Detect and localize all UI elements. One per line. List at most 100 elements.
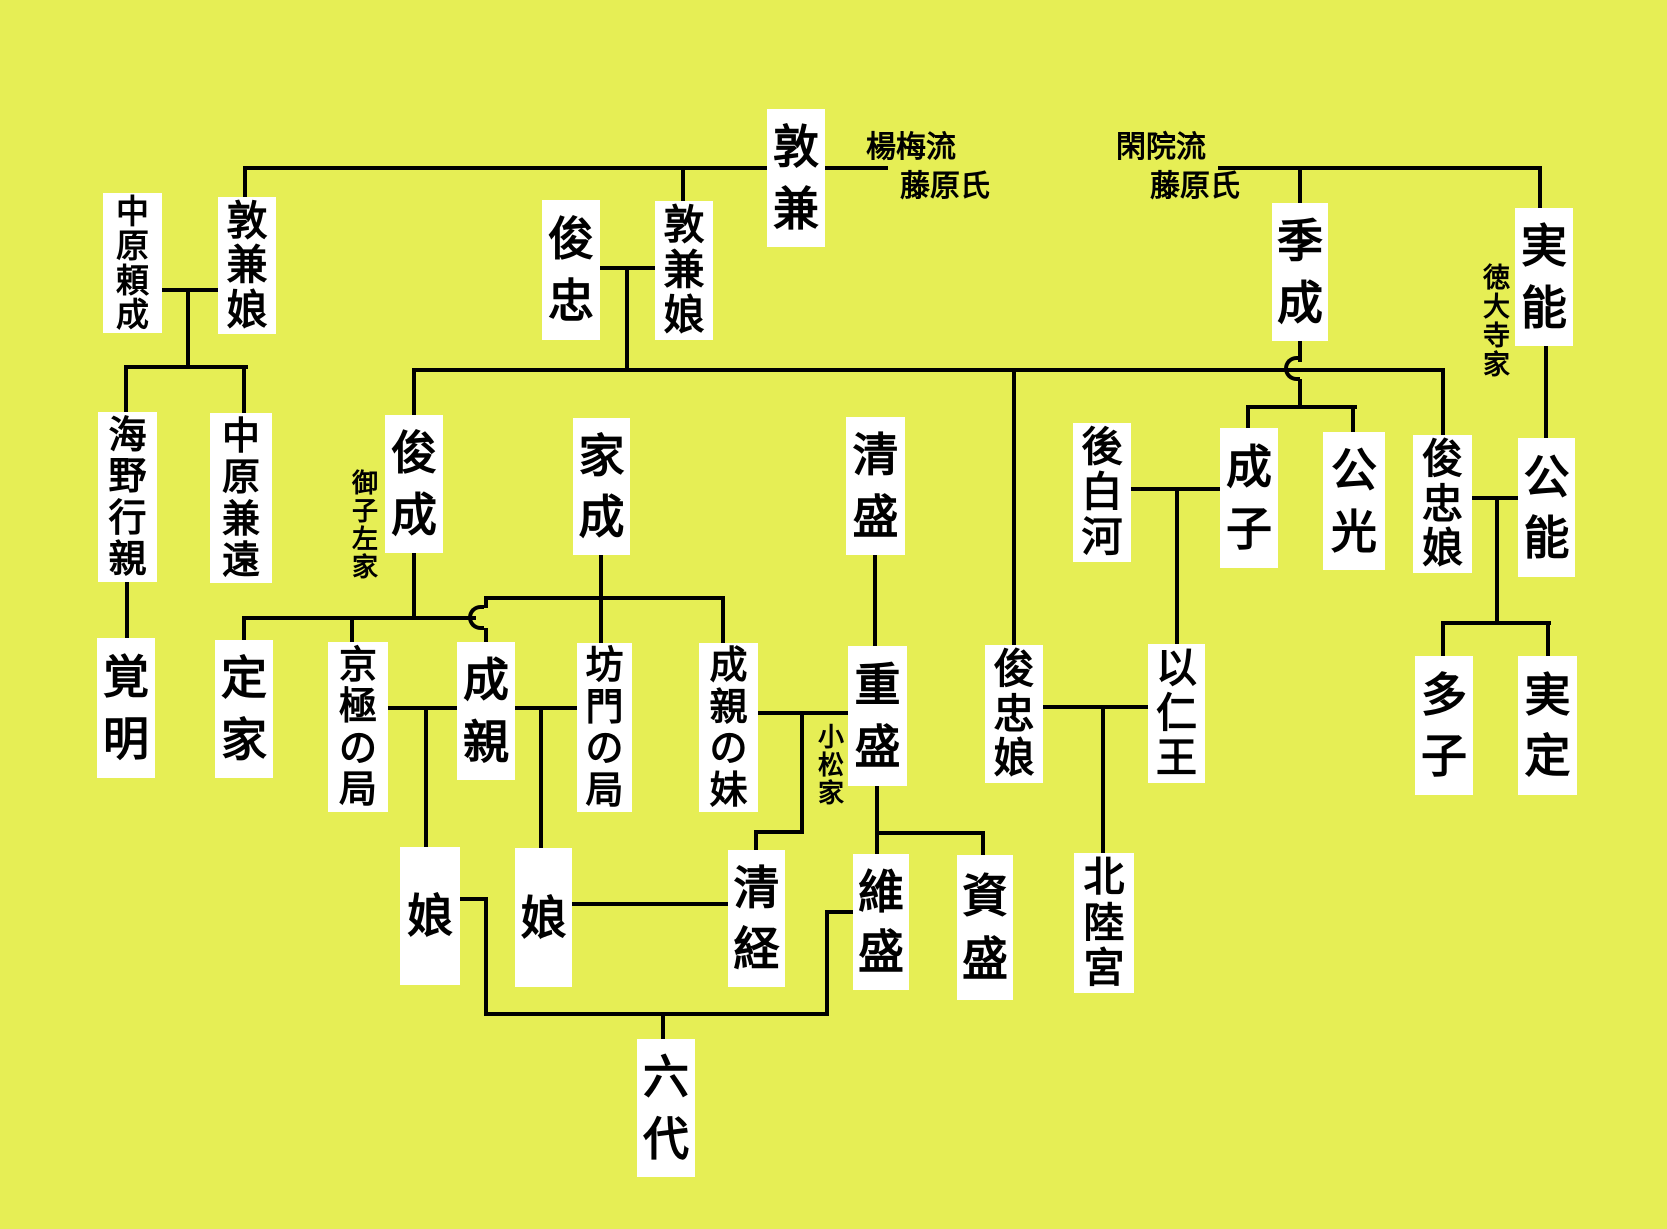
- person-name-char: 敦: [226, 196, 268, 245]
- annotation-char: 小: [818, 723, 845, 753]
- connector-line-24: [1544, 345, 1548, 440]
- annotation-line: 閑院流: [1116, 130, 1206, 165]
- annotation-char: 大: [1483, 292, 1510, 324]
- connector-line-18: [1441, 368, 1445, 438]
- person-name-char: 公: [1523, 449, 1570, 504]
- person-box-toshitada-musume-2: 俊忠娘: [985, 645, 1043, 783]
- connector-line-8: [186, 288, 190, 369]
- connector-line-41: [484, 628, 488, 644]
- person-name-char: 成: [116, 295, 149, 335]
- person-name-char: 忠: [1422, 479, 1463, 528]
- person-box-narichika-no-imoto: 成親の妹: [699, 643, 758, 812]
- person-name-char: 六: [643, 1050, 689, 1105]
- person-name-char: 娘: [226, 285, 268, 334]
- person-box-unno-yukichika: 海野行親: [98, 412, 157, 582]
- person-box-kakumei: 覚明: [97, 638, 155, 778]
- connector-line-11: [242, 365, 246, 417]
- person-box-kiyotsune: 清経: [728, 850, 785, 987]
- person-name-char: 妹: [709, 767, 748, 812]
- connector-line-51: [754, 830, 758, 852]
- connector-line-4: [1218, 166, 1542, 170]
- person-name-char: 重: [854, 658, 901, 712]
- person-name-char: 中: [221, 413, 260, 458]
- person-name-char: 能: [1523, 511, 1570, 566]
- person-box-sukemori: 資盛: [957, 855, 1013, 1000]
- connector-line-37: [350, 616, 354, 644]
- person-name-char: 成: [709, 643, 748, 688]
- person-box-ienari: 家成: [573, 418, 630, 555]
- person-box-toshitada-musume-1: 俊忠娘: [1413, 435, 1472, 573]
- annotation-char: 子: [352, 497, 379, 528]
- connector-line-3: [825, 166, 888, 170]
- person-name-char: 北: [1083, 853, 1125, 902]
- connector-line-49: [800, 711, 804, 832]
- person-name-char: 宮: [1083, 943, 1125, 992]
- person-name-char: 以: [1156, 644, 1197, 692]
- person-name-char: 野: [108, 454, 147, 499]
- person-name-char: 王: [1156, 734, 1197, 782]
- person-box-seishi: 成子: [1220, 428, 1278, 568]
- connector-line-58: [484, 1012, 829, 1016]
- person-name-char: 子: [1226, 502, 1272, 556]
- connector-line-14: [625, 266, 629, 370]
- person-name-char: 兼: [773, 181, 819, 236]
- annotation-komatsu-ke: 小松家: [818, 724, 844, 808]
- person-box-toshitada: 俊忠: [542, 200, 600, 340]
- connector-line-0: [243, 166, 769, 170]
- person-name-char: 親: [108, 537, 147, 582]
- person-name-char: 中: [116, 191, 149, 231]
- person-name-char: 忠: [993, 689, 1035, 738]
- person-name-char: 多: [1421, 667, 1467, 722]
- person-name-char: 遠: [221, 538, 260, 583]
- connector-line-10: [124, 365, 128, 415]
- person-name-char: 覚: [103, 650, 149, 704]
- connector-line-44: [424, 706, 428, 849]
- person-box-goshirakawa: 後白河: [1073, 423, 1131, 562]
- connector-line-40: [484, 596, 488, 608]
- person-box-kinmitsu: 公光: [1323, 432, 1385, 570]
- person-box-atsukane-musume-1: 敦兼娘: [218, 197, 276, 334]
- connector-line-2: [681, 166, 685, 204]
- person-name-char: 成: [1277, 275, 1323, 330]
- person-name-char: 兼: [221, 496, 260, 541]
- person-name-char: 光: [1331, 504, 1377, 559]
- connector-line-15: [412, 368, 1445, 372]
- connector-line-45: [515, 706, 577, 710]
- connector-line-29: [1546, 621, 1550, 659]
- person-name-char: 実: [1521, 219, 1567, 274]
- person-name-char: 京: [338, 642, 377, 687]
- person-name-char: 忠: [548, 274, 594, 328]
- person-name-char: 頼: [116, 260, 149, 300]
- annotation-char: 左: [352, 525, 379, 556]
- person-box-suenari: 季成: [1272, 203, 1328, 341]
- person-name-char: 極: [338, 684, 377, 729]
- person-name-char: 家: [578, 429, 625, 483]
- person-box-sanesada: 実定: [1518, 656, 1577, 795]
- connector-line-57: [484, 897, 488, 1016]
- person-name-char: 成: [1226, 440, 1272, 494]
- person-name-char: 代: [643, 1111, 689, 1166]
- connector-line-55: [572, 902, 728, 906]
- person-name-char: 能: [1521, 280, 1567, 335]
- person-name-char: 河: [1081, 513, 1123, 561]
- person-name-char: 盛: [858, 925, 904, 980]
- person-name-char: 経: [733, 922, 780, 976]
- person-box-nakahara-yorinari: 中原頼成: [103, 193, 162, 333]
- connector-line-36: [242, 616, 246, 642]
- person-box-musume-2: 娘: [515, 848, 572, 987]
- person-box-atsukane-musume-2: 敦兼娘: [655, 201, 713, 340]
- connector-line-46: [539, 706, 543, 850]
- annotation-char: 寺: [1483, 321, 1510, 353]
- person-name-char: 仁: [1156, 689, 1197, 737]
- annotation-tokudaiji-ke: 徳大寺家: [1483, 264, 1510, 381]
- connector-line-12: [125, 582, 129, 640]
- connector-line-6: [1538, 166, 1542, 212]
- annotation-char: 家: [818, 779, 845, 810]
- person-name-char: 娘: [993, 734, 1035, 783]
- person-name-char: 盛: [854, 720, 901, 774]
- annotation-mikohidari-ke: 御子左家: [352, 470, 378, 582]
- person-name-char: 清: [733, 861, 780, 915]
- person-name-char: 盛: [962, 932, 1008, 987]
- person-name-char: 成: [463, 653, 509, 708]
